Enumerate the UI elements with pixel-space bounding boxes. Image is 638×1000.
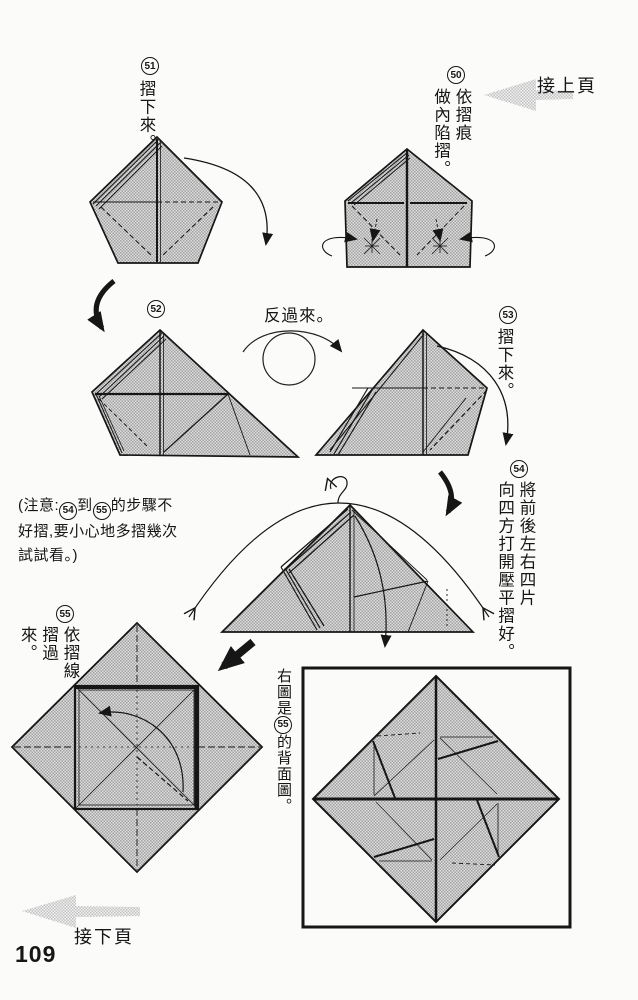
back-view-caption-text: 右圖是	[275, 668, 292, 716]
step-50-number: 50	[447, 66, 465, 84]
turn-over-icon	[242, 330, 343, 386]
back-view-figure	[301, 666, 572, 929]
step-53-label: 摺下來。	[492, 328, 514, 428]
step-54-number: 54	[510, 460, 528, 478]
step-52-number: 52	[147, 300, 165, 318]
step-51-label: 摺下來。	[134, 80, 156, 180]
prev-page-label: 接上頁	[537, 76, 597, 96]
step-50-label: 依摺痕 做內陷摺。	[428, 88, 472, 208]
step-51-label-line: 摺下來。	[137, 80, 155, 152]
step-55-label-line: 依摺線	[61, 626, 79, 680]
arrow-53-to-54	[438, 470, 463, 517]
back-view-step-number: 55	[274, 716, 292, 734]
prev-page-arrow-icon	[484, 79, 573, 111]
back-view-caption-text: 的背面圖。	[275, 734, 292, 814]
step-54-diagram	[189, 476, 489, 648]
turn-over-label: 反過來。	[264, 307, 334, 325]
step-50-label-line: 依摺痕	[453, 88, 471, 142]
step-53-diagram	[314, 328, 514, 456]
step-52-diagram	[90, 328, 301, 458]
step-51-diagram	[88, 135, 274, 264]
arrow-54-to-55	[217, 638, 256, 672]
step-55-number: 55	[56, 605, 74, 623]
note-text: 到	[77, 497, 93, 514]
next-page-label: 接下頁	[74, 927, 134, 947]
step-53-label-line: 摺下來。	[495, 328, 513, 400]
next-page-arrow-icon	[22, 895, 140, 928]
note-text: (注意:	[18, 497, 60, 514]
step-51-number: 51	[141, 57, 159, 75]
step-55-label-line: 摺過來。	[18, 626, 58, 662]
note-text: 的步驟不好摺,要小心地多摺幾次試試看。)	[18, 497, 178, 565]
step-55-label: 依摺線 摺過來。	[18, 626, 80, 696]
step-54-label-line: 向四方打開壓平摺好。	[495, 481, 514, 661]
step-53-number: 53	[499, 306, 517, 324]
step-54-label: 將前後左右四片 向四方打開壓平摺好。	[492, 481, 536, 669]
step-50-diagram	[322, 147, 495, 268]
step-54-label-line: 將前後左右四片	[517, 481, 535, 607]
page-number: 109	[15, 941, 57, 967]
step-50-label-line: 做內陷摺。	[431, 88, 450, 178]
note-step-55-number: 55	[92, 502, 111, 521]
back-view-caption: 右圖是55的背面圖。	[270, 668, 294, 828]
note-step-54-number: 54	[59, 502, 78, 521]
arrow-51-to-52	[87, 279, 116, 333]
step-55-diagram	[10, 621, 264, 874]
